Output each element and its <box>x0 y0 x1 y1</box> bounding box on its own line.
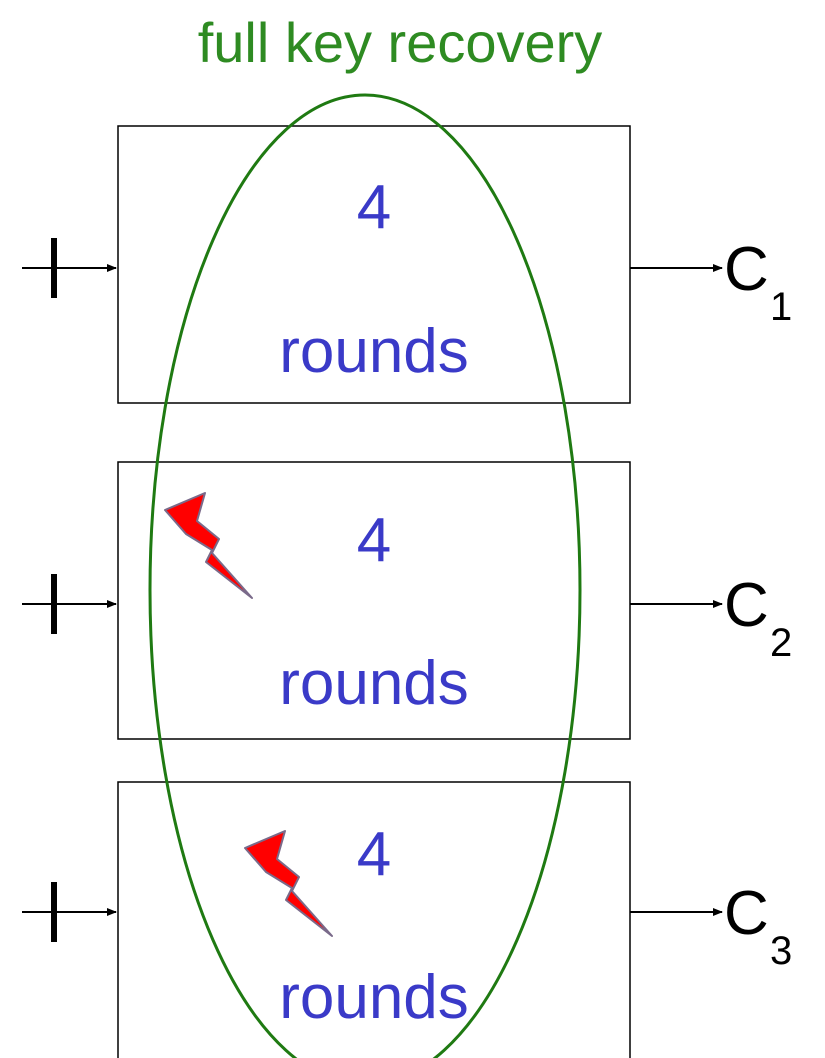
round-count-2: 4 <box>357 506 391 575</box>
round-box-1 <box>117 125 631 404</box>
round-block-2: 4 rounds C 2 <box>22 461 792 740</box>
round-box-3 <box>117 781 631 1058</box>
diagram-title: full key recovery <box>198 11 603 74</box>
key-recovery-ellipse <box>148 93 582 1058</box>
lightning-bolt-icon <box>164 492 253 599</box>
round-count-1: 4 <box>357 173 391 242</box>
output-index-1: 1 <box>770 285 792 329</box>
output-index-2: 2 <box>770 621 792 665</box>
output-label-2: C <box>724 571 769 640</box>
round-box-2 <box>117 461 631 740</box>
round-label-1: rounds <box>279 317 469 386</box>
round-count-3: 4 <box>357 820 391 889</box>
output-label-3: C <box>724 879 769 948</box>
lightning-bolt-icon <box>244 830 333 937</box>
round-block-1: 4 rounds C 1 <box>22 125 792 404</box>
round-block-3: 4 rounds C 3 <box>22 781 792 1058</box>
output-index-3: 3 <box>770 929 792 973</box>
round-label-3: rounds <box>279 963 469 1032</box>
output-label-1: C <box>724 235 769 304</box>
round-label-2: rounds <box>279 649 469 718</box>
